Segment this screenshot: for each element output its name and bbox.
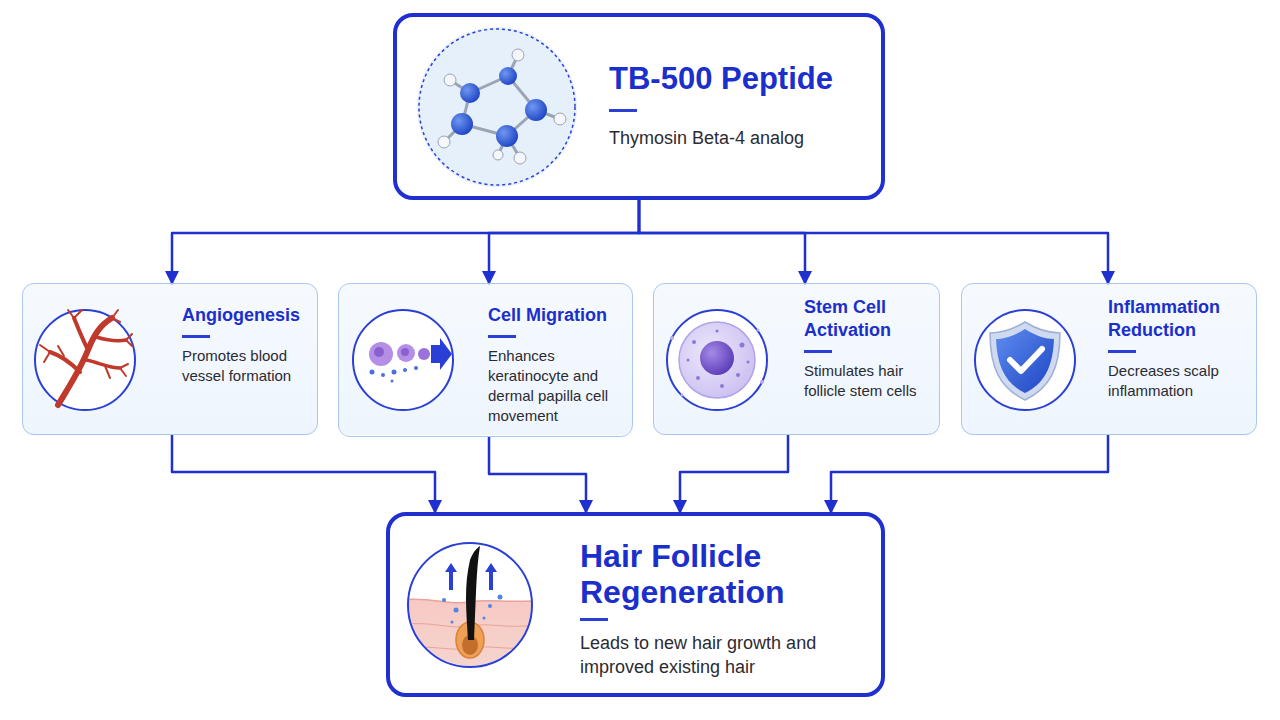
box-fill: [393, 13, 885, 200]
box-fill: [653, 283, 940, 435]
mechanism-box: Inflammation ReductionDecreases scalp in…: [961, 283, 1257, 435]
flow-arrow: [680, 435, 788, 512]
flow-arrow: [831, 435, 1108, 512]
box-description: Decreases scalp inflammation: [1108, 361, 1250, 401]
box-fill: [961, 283, 1257, 435]
box-description: Promotes blood vessel formation: [182, 346, 310, 386]
text-block: Stem Cell ActivationStimulates hair foll…: [804, 296, 934, 401]
outcome-box: Hair Follicle RegenerationLeads to new h…: [386, 512, 885, 697]
box-fill: [338, 283, 633, 435]
box-heading: TB-500 Peptide: [609, 61, 874, 112]
flow-arrow: [172, 200, 639, 283]
flow-arrow: [489, 200, 639, 283]
stem-cell-icon: [667, 310, 767, 410]
mechanism-box: Cell MigrationEnhances keratinocyte and …: [338, 283, 633, 437]
box-description: Enhances keratinocyte and dermal papilla…: [488, 346, 626, 426]
text-block: Inflammation ReductionDecreases scalp in…: [1108, 296, 1250, 401]
box-fill: [22, 283, 318, 435]
box-heading: Angiogenesis: [182, 304, 310, 338]
cell-migration-icon: [353, 310, 453, 410]
flow-arrow: [639, 200, 805, 283]
peptide-box: TB-500 PeptideThymosin Beta-4 analog: [393, 13, 885, 200]
text-block: Cell MigrationEnhances keratinocyte and …: [488, 304, 626, 426]
molecule-icon: [417, 27, 577, 187]
flow-arrow: [639, 200, 1108, 283]
shield-icon: [975, 310, 1075, 410]
box-heading: Hair Follicle Regeneration: [580, 538, 875, 621]
mechanism-box: Stem Cell ActivationStimulates hair foll…: [653, 283, 940, 435]
text-block: TB-500 PeptideThymosin Beta-4 analog: [609, 61, 874, 150]
flow-arrow: [172, 435, 435, 512]
flow-arrow: [489, 437, 586, 512]
text-block: AngiogenesisPromotes blood vessel format…: [182, 304, 310, 386]
text-block: Hair Follicle RegenerationLeads to new h…: [580, 538, 875, 679]
box-description: Stimulates hair follicle stem cells: [804, 361, 934, 401]
mechanism-box: AngiogenesisPromotes blood vessel format…: [22, 283, 318, 435]
box-fill: [386, 512, 885, 697]
box-heading: Stem Cell Activation: [804, 296, 934, 353]
box-heading: Cell Migration: [488, 304, 626, 338]
box-description: Thymosin Beta-4 analog: [609, 126, 874, 150]
box-heading: Inflammation Reduction: [1108, 296, 1250, 353]
hair-follicle-icon: [400, 543, 540, 680]
box-description: Leads to new hair growth and improved ex…: [580, 631, 875, 679]
blood-vessel-icon: [35, 310, 135, 410]
